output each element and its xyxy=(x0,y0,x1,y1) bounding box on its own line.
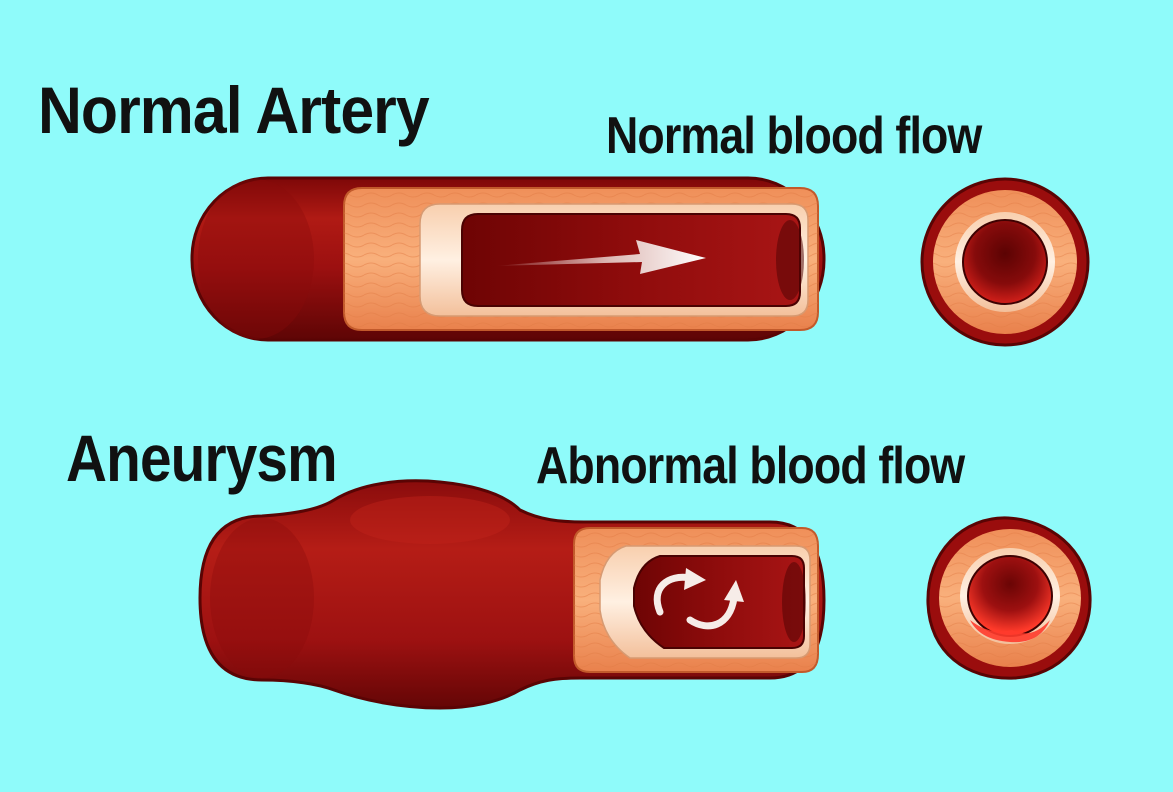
abnormal-blood-flow-label: Abnormal blood flow xyxy=(536,437,965,495)
normal-artery-cross-section xyxy=(920,177,1090,347)
aneurysm-longitudinal xyxy=(198,479,826,710)
normal-artery-title: Normal Artery xyxy=(38,73,430,147)
aneurysm-title: Aneurysm xyxy=(66,421,338,495)
straight-arrow-icon xyxy=(495,240,706,274)
aneurysm-cross-section xyxy=(926,516,1092,680)
curved-arrows-icon xyxy=(653,568,744,630)
normal-artery-longitudinal xyxy=(190,176,826,342)
normal-blood-flow-label: Normal blood flow xyxy=(606,107,982,165)
